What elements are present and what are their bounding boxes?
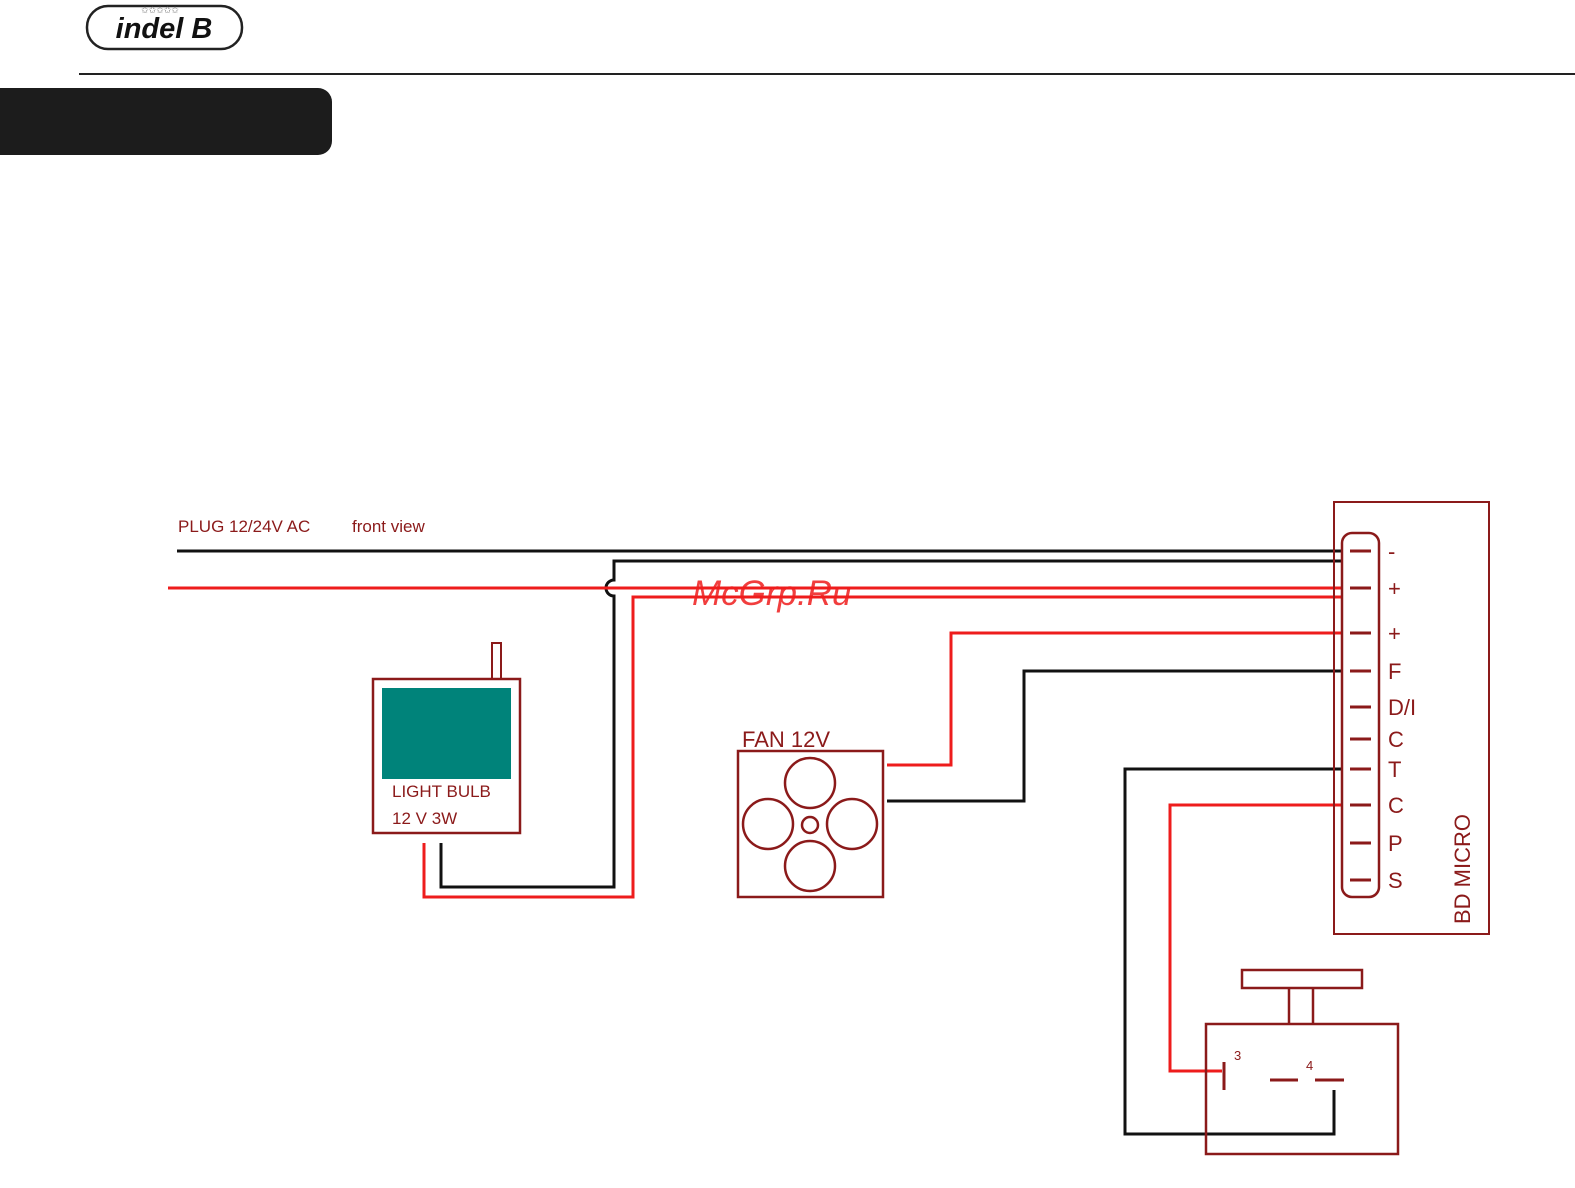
- controller-pin-label: T: [1388, 757, 1401, 782]
- logo: indel B ✩✩✩✩✩: [87, 5, 242, 49]
- controller-pin-label: C: [1388, 793, 1404, 818]
- wire-black-light: [441, 561, 1344, 887]
- controller-pin-label: +: [1388, 576, 1401, 601]
- watermark: McGrp.Ru: [692, 574, 851, 613]
- controller-name: BD MICRO: [1450, 814, 1475, 924]
- logo-text: indel B: [116, 13, 213, 45]
- thermostat-knob: [1242, 970, 1362, 988]
- controller-pin-label: -: [1388, 539, 1395, 564]
- controller-pin-label: C: [1388, 727, 1404, 752]
- controller-pin-label: +: [1388, 621, 1401, 646]
- fan: FAN 12V: [738, 727, 883, 897]
- wire-red-thermostat: [1170, 805, 1344, 1071]
- controller-pin-label: F: [1388, 659, 1401, 684]
- wire-black-fan: [887, 671, 1344, 801]
- thermostat-label-4: 4: [1306, 1058, 1313, 1073]
- light-bulb-rating: 12 V 3W: [392, 809, 457, 828]
- logo-stars: ✩✩✩✩✩: [141, 5, 179, 15]
- header-bar: [0, 88, 332, 155]
- controller-pin-label: D/I: [1388, 695, 1416, 720]
- thermostat: 3 4: [1206, 970, 1398, 1154]
- fan-label: FAN 12V: [742, 727, 830, 752]
- light-bulb-lamp: [382, 688, 511, 779]
- light-bulb: LIGHT BULB 12 V 3W: [373, 643, 520, 833]
- thermostat-label-3: 3: [1234, 1048, 1241, 1063]
- wire-red-fan: [887, 633, 1344, 765]
- wire-black-thermostat: [1125, 769, 1344, 1134]
- controller-pin-label: P: [1388, 831, 1403, 856]
- plug-label: PLUG 12/24V AC: [178, 517, 310, 536]
- controller-pin-label: S: [1388, 868, 1403, 893]
- light-bulb-label: LIGHT BULB: [392, 782, 491, 801]
- plug-view-label: front view: [352, 517, 425, 536]
